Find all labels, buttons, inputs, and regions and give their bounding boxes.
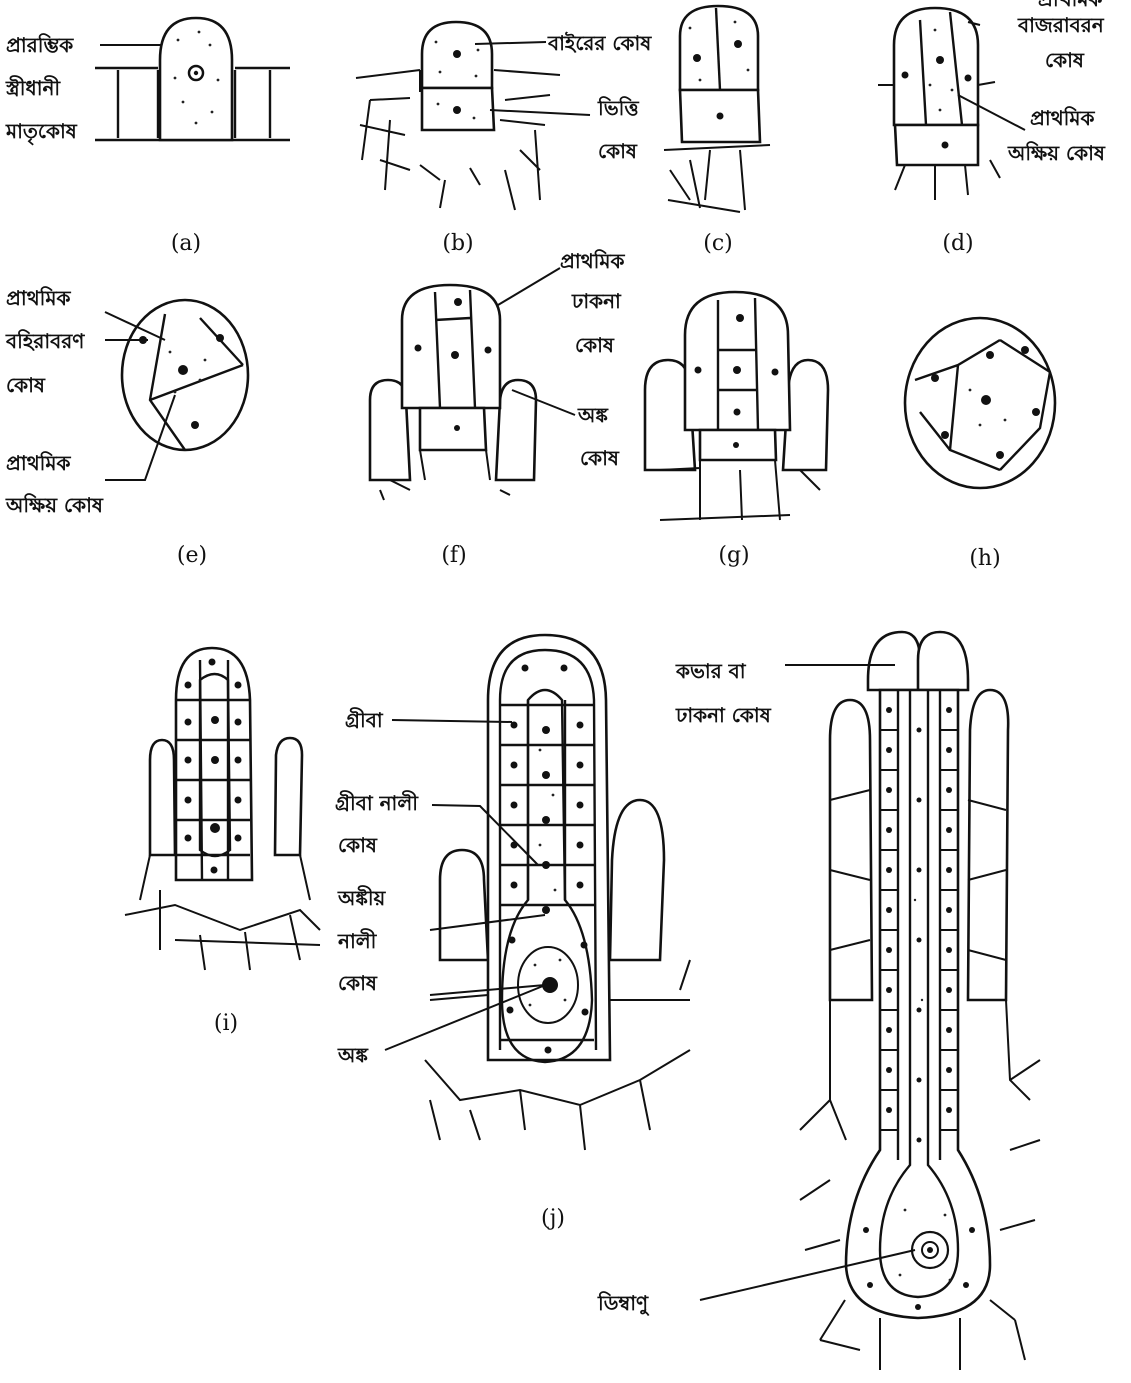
label-outer-e-2: বহিরাবরণ xyxy=(5,329,85,353)
label-cover-f-1: প্রাথমিক xyxy=(560,249,626,273)
label-neck-canal-2: কোষ xyxy=(338,833,378,857)
caption-c: (c) xyxy=(703,231,733,256)
label-basal-cell-1: ভিত্তি xyxy=(597,96,639,120)
stage-d-upper xyxy=(894,8,978,125)
caption-j: (j) xyxy=(541,1206,565,1231)
stage-j xyxy=(425,635,690,1150)
label-initial-cell-1: প্রারম্ভিক xyxy=(6,33,74,57)
caption-h: (h) xyxy=(969,546,1000,571)
label-axial-cell-d-1: প্রাথমিক xyxy=(1030,106,1096,130)
label-ventral-canal-2: নালী xyxy=(337,928,378,953)
label-axial-e-2: অক্ষিয় কোষ xyxy=(5,493,104,517)
label-jacket-cell-1: বাজরাবরন xyxy=(1017,13,1105,37)
stage-f xyxy=(370,285,536,500)
caption-f: (f) xyxy=(441,543,466,568)
stage-c xyxy=(664,6,770,212)
label-neck-canal-1: গ্রীবা নালী xyxy=(335,790,419,815)
label-central-f-1: অঙ্ক xyxy=(577,403,609,427)
stage-a xyxy=(95,18,290,140)
stage-b xyxy=(356,22,560,210)
label-axial-e-1: প্রাথমিক xyxy=(6,451,72,475)
label-cover-k-1: কভার বা xyxy=(675,659,747,683)
caption-a: (a) xyxy=(171,231,201,256)
label-egg: ডিম্বাণু xyxy=(597,1291,650,1316)
label-basal-cell-2: কোষ xyxy=(598,139,638,163)
label-cover-f-2: ঢাকনা xyxy=(571,289,622,313)
cover-cell-left xyxy=(868,632,920,690)
label-neck: গ্রীবা xyxy=(345,707,384,732)
stage-mature-archegonium xyxy=(800,632,1040,1370)
caption-b: (b) xyxy=(442,231,473,256)
label-outer-cell: বাইরের কোষ xyxy=(547,31,652,55)
label-jacket-cell-2: কোষ xyxy=(1045,48,1085,72)
stage-e xyxy=(122,300,248,450)
label-outer-e-1: প্রাথমিক xyxy=(6,286,72,310)
stage-i xyxy=(125,648,320,970)
label-central-f-2: কোষ xyxy=(580,446,620,470)
label-outer-e-3: কোষ xyxy=(6,373,46,397)
label-d-top-partial: প্রাথমিক xyxy=(1038,0,1104,11)
caption-d: (d) xyxy=(942,231,973,256)
stage-d xyxy=(878,8,1000,200)
label-axial-cell-d-2: অক্ষিয় কোষ xyxy=(1007,141,1106,165)
caption-e: (e) xyxy=(177,543,207,568)
cover-cell-right xyxy=(918,632,968,690)
stage-d-lower xyxy=(895,125,978,165)
stage-h xyxy=(905,318,1055,488)
label-initial-cell-3: মাতৃকোষ xyxy=(5,119,78,145)
label-cover-f-3: কোষ xyxy=(575,333,615,357)
label-ventral-canal-3: কোষ xyxy=(338,971,378,995)
label-ventral-canal-1: অঙ্কীয় xyxy=(337,885,387,910)
caption-i: (i) xyxy=(214,1011,238,1036)
label-cover-k-2: ঢাকনা কোষ xyxy=(675,703,772,727)
label-initial-cell-2: স্ত্রীধানী xyxy=(5,75,61,100)
stage-e-cell xyxy=(122,300,248,450)
stage-g xyxy=(645,292,828,520)
caption-g: (g) xyxy=(718,543,749,568)
label-venter: অঙ্ক xyxy=(337,1043,369,1067)
